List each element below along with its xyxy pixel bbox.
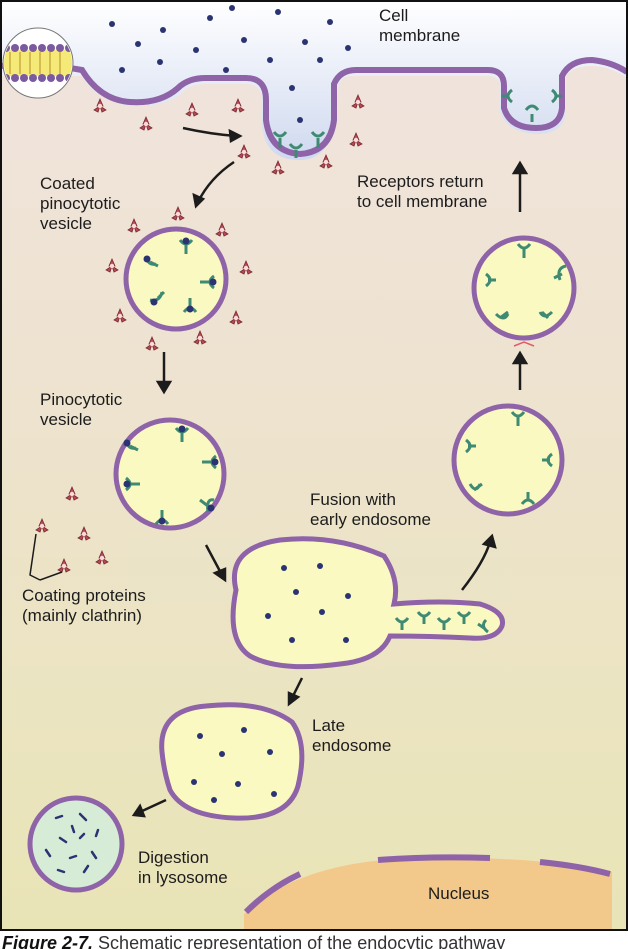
label-fusion-early-endosome: Fusion with early endosome: [310, 490, 431, 529]
coating-protein-leader-lines: [29, 533, 63, 581]
label-cell-membrane: Cell membrane: [379, 6, 461, 45]
figure-caption-text: Schematic representation of the endocyti…: [98, 933, 506, 949]
label-digestion-lysosome: Digestion in lysosome: [138, 848, 228, 887]
label-late-endosome: Late endosome: [312, 716, 392, 755]
label-coated-vesicle: Coated pinocytotic vesicle: [40, 174, 121, 233]
late-endosome: [159, 702, 305, 821]
nucleus: [243, 854, 612, 930]
figure-number: Figure 2-7.: [2, 933, 94, 949]
extracellular-space: [1, 1, 627, 160]
cell-membrane: [0, 56, 628, 158]
label-pinocytotic-vesicle: Pinocytotic vesicle: [40, 390, 123, 429]
membrane-receptors: [272, 88, 562, 158]
label-coating-proteins: Coating proteins (mainly clathrin): [22, 586, 146, 625]
recycling-vesicle-upper: [471, 235, 577, 347]
label-receptors-return: Receptors return to cell membrane: [357, 172, 488, 211]
ligand-dots-extracellular: [109, 5, 351, 123]
recycling-vesicle-lower: [451, 403, 565, 517]
flow-arrows: [131, 126, 529, 818]
early-endosome: [230, 536, 506, 670]
coated-vesicle: [105, 206, 253, 351]
pinocytotic-vesicle: [113, 417, 227, 531]
label-nucleus: Nucleus: [428, 884, 490, 903]
lysosome: [27, 795, 125, 893]
figure-caption: Figure 2-7. Schematic representation of …: [2, 932, 626, 949]
